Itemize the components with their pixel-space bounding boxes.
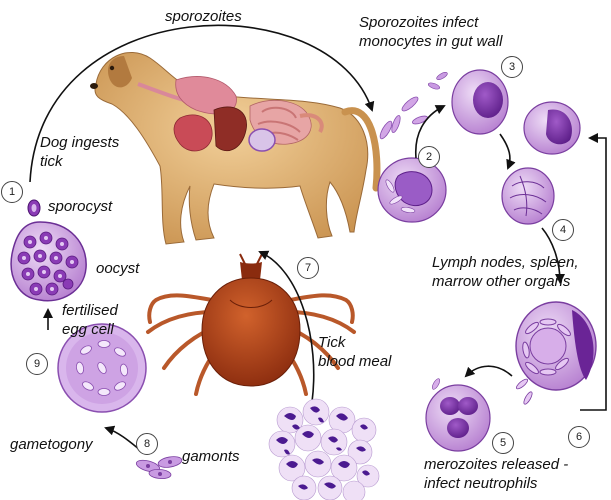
- label-lymph-line2: marrow other organs: [432, 273, 571, 290]
- step-badge-4: 4: [552, 219, 574, 241]
- step-badge-3: 3: [501, 56, 523, 78]
- step-badge-5: 5: [492, 432, 514, 454]
- small-sporozoites: [427, 72, 448, 90]
- label-sporozoites: sporozoites: [165, 8, 242, 25]
- arrow-to-lymph: [541, 227, 565, 284]
- sporozoite-bodies: [379, 96, 428, 140]
- label-gametogony: gametogony: [10, 436, 93, 453]
- label-tick-line1: Tick: [318, 334, 346, 351]
- schizont-cell: [501, 167, 555, 225]
- label-fertilised-line1: fertilised: [62, 302, 118, 319]
- label-tick-line2: blood meal: [318, 353, 392, 370]
- label-infect-line1: Sporozoites infect: [359, 14, 479, 31]
- label-sporocyst: sporocyst: [48, 198, 113, 215]
- arrow-gametogony: [104, 425, 141, 451]
- step-badge-9: 9: [26, 353, 48, 375]
- label-lymph-line1: Lymph nodes, spleen,: [432, 254, 579, 271]
- label-ingests-line2: tick: [40, 153, 63, 170]
- label-infect-line2: monocytes in gut wall: [359, 33, 503, 50]
- label-oocyst: oocyst: [96, 260, 140, 277]
- rupturing-cell: [515, 301, 597, 405]
- fertilised-egg-cell: [57, 323, 147, 413]
- monocyte-right: [523, 101, 581, 155]
- neutrophil-cell: [425, 384, 491, 452]
- arrow-to-monocyte: [414, 105, 446, 159]
- step-badge-7: 7: [297, 257, 319, 279]
- label-mero-line2: infect neutrophils: [424, 475, 538, 492]
- label-mero-line1: merozoites released -: [424, 456, 569, 473]
- arrow-3-to-4: [499, 133, 516, 170]
- arrow-to-neutrophil: [464, 365, 513, 378]
- gamonts-cells: [135, 456, 183, 479]
- oocyst-cell: [10, 221, 87, 302]
- label-ingests-line1: Dog ingests: [40, 134, 120, 151]
- arrow-sporozoites-arc: [29, 24, 375, 183]
- label-gamonts: gamonts: [182, 448, 240, 465]
- arrow-return: [580, 133, 607, 411]
- arrow-blood-meal: [258, 250, 315, 403]
- monocyte-infected: [377, 157, 447, 223]
- step-badge-1: 1: [1, 181, 23, 203]
- step-badge-2: 2: [418, 146, 440, 168]
- dog-illustration: [90, 52, 381, 245]
- monocyte-cell: [451, 69, 509, 135]
- tick-illustration: [146, 253, 356, 396]
- blood-meal-cells: [268, 398, 380, 500]
- label-fertilised-line2: egg cell: [62, 321, 114, 338]
- step-badge-6: 6: [568, 426, 590, 448]
- step-badge-8: 8: [136, 433, 158, 455]
